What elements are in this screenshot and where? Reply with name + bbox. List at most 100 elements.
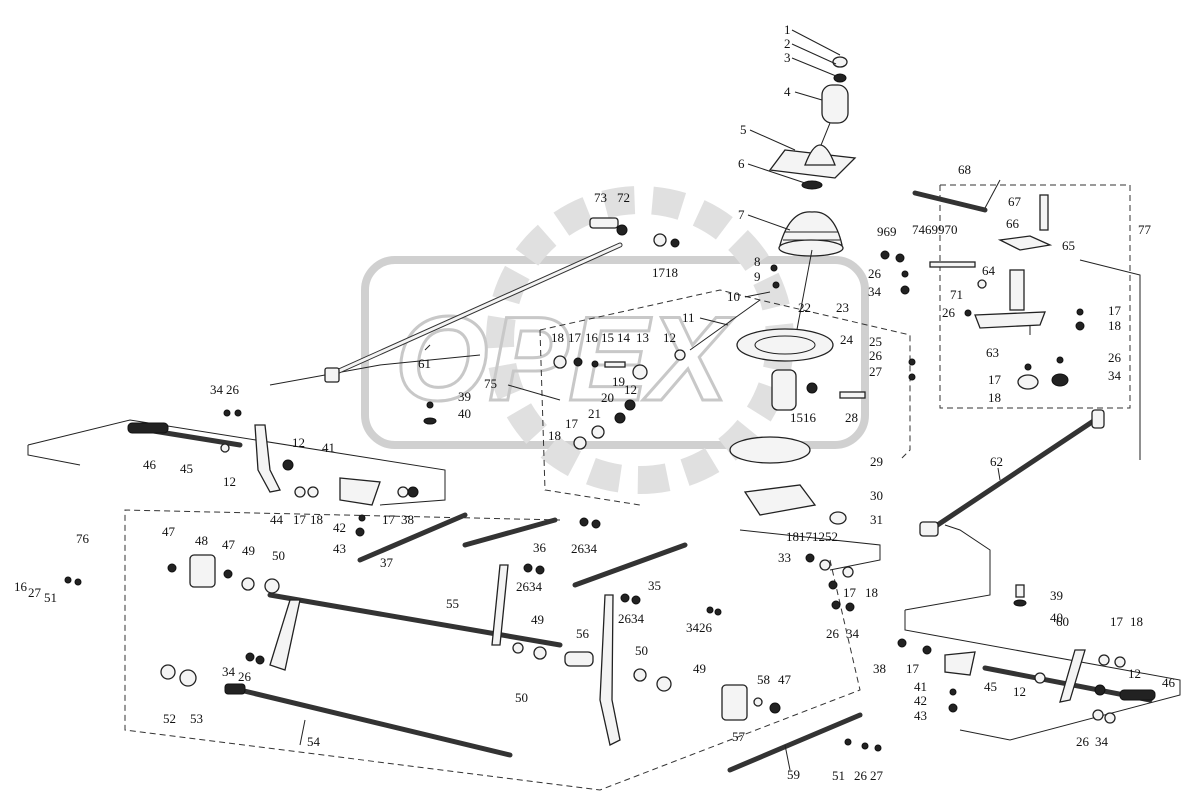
bracket-41-right [944, 651, 976, 676]
callout-5: 5 [740, 122, 747, 137]
nut-34-2634b [535, 565, 545, 575]
callout-41a: 41 [322, 440, 335, 455]
washer-21 [614, 412, 626, 424]
washer-27 [908, 373, 916, 381]
end-62 [1091, 409, 1105, 429]
callout-34f: 34 [846, 626, 860, 641]
eye-1718 [653, 233, 667, 247]
callout-18i: 18 [1130, 614, 1143, 629]
nut-26-2634c [620, 593, 630, 603]
callout-17f: 17 [382, 512, 396, 527]
callout-12a: 12 [663, 330, 676, 345]
nut-27c [874, 744, 882, 752]
callout-30: 30 [870, 488, 883, 503]
callout-1516: 1516 [790, 410, 817, 425]
nut-1718 [670, 238, 680, 248]
callout-42a: 42 [333, 520, 346, 535]
nut-26g [255, 655, 265, 665]
boundary-right-b [904, 610, 1181, 741]
boundary-right-top [1079, 259, 1141, 460]
nut-18c [1075, 321, 1085, 331]
shift-knob [821, 84, 849, 124]
callout-7469970: 7469970 [912, 222, 958, 237]
callout-77: 77 [1138, 222, 1152, 237]
washer-18i [1114, 656, 1126, 668]
nut-47c [769, 702, 781, 714]
nut-43b [948, 703, 958, 713]
callout-17h: 17 [906, 661, 920, 676]
callout-17b: 17 [565, 416, 579, 431]
callout-34i: 34 [1095, 734, 1109, 749]
callout-11: 11 [682, 310, 695, 325]
callout-26f: 26 [826, 626, 840, 641]
lever-44 [254, 424, 281, 493]
callout-20: 20 [601, 390, 614, 405]
callout-65: 65 [1062, 238, 1075, 253]
callout-7: 7 [738, 207, 745, 222]
callout-26i: 26 [1076, 734, 1090, 749]
shift-lever-lower [794, 249, 813, 341]
washer-34e [223, 409, 231, 417]
callout-68: 68 [958, 162, 971, 177]
callout-4: 4 [784, 84, 791, 99]
callout-26c: 26 [942, 305, 956, 320]
washer-17h [922, 645, 932, 655]
callout-47b: 47 [222, 537, 236, 552]
callout-17g: 17 [843, 585, 857, 600]
rod-35 [572, 542, 688, 588]
callout-41b: 41 [914, 679, 927, 694]
spring-46a [127, 422, 169, 434]
washer-49a [241, 577, 255, 591]
callout-45a: 45 [180, 461, 193, 476]
callout-39b: 39 [1050, 588, 1063, 603]
end-61 [324, 367, 340, 383]
callout-46a: 46 [143, 457, 157, 472]
bushing-50a [264, 578, 280, 594]
shaft-55 [267, 592, 563, 648]
nut-26b [901, 270, 909, 278]
nut-72 [616, 224, 628, 236]
callout-17: 17 [568, 330, 582, 345]
nut-27b [74, 578, 82, 586]
callout-75: 75 [484, 376, 497, 391]
callout-34e: 34 [210, 382, 224, 397]
washer-38b [897, 638, 907, 648]
cover-plate [736, 328, 834, 362]
callout-17d: 17 [988, 372, 1002, 387]
joint-12f [1094, 684, 1106, 696]
callout-50b: 50 [515, 690, 528, 705]
callout-14: 14 [617, 330, 631, 345]
nut-17e [294, 486, 306, 498]
nut-34g [245, 652, 255, 662]
callout-34b: 34 [868, 284, 882, 299]
callout-26d: 26 [1108, 350, 1122, 365]
callout-15: 15 [601, 330, 614, 345]
callout-62: 62 [990, 454, 1003, 469]
nut-969 [880, 250, 890, 260]
bushing-50c [633, 668, 647, 682]
callout-27c: 27 [870, 768, 884, 783]
callout-3426: 3426 [686, 620, 713, 635]
plate-63 [974, 311, 1046, 329]
callout-17i: 17 [1110, 614, 1124, 629]
leader-lines [299, 29, 1031, 771]
callout-17c: 17 [1108, 303, 1122, 318]
bolt-8 [770, 264, 778, 272]
nut-26i [1092, 709, 1104, 721]
washer-42b [949, 688, 957, 696]
bushing-31 [829, 511, 847, 525]
callout-1718: 1718 [652, 265, 678, 280]
nut-34b [900, 285, 910, 295]
callout-73: 73 [594, 190, 607, 205]
rods [132, 190, 1153, 773]
lever-56 [599, 594, 621, 746]
callout-2: 2 [784, 36, 791, 51]
washer-20 [624, 399, 636, 411]
nut-17g [828, 580, 838, 590]
boundary-left [27, 419, 446, 506]
callout-50a: 50 [272, 548, 285, 563]
boundary-left-top [269, 354, 481, 386]
boot [804, 144, 836, 166]
